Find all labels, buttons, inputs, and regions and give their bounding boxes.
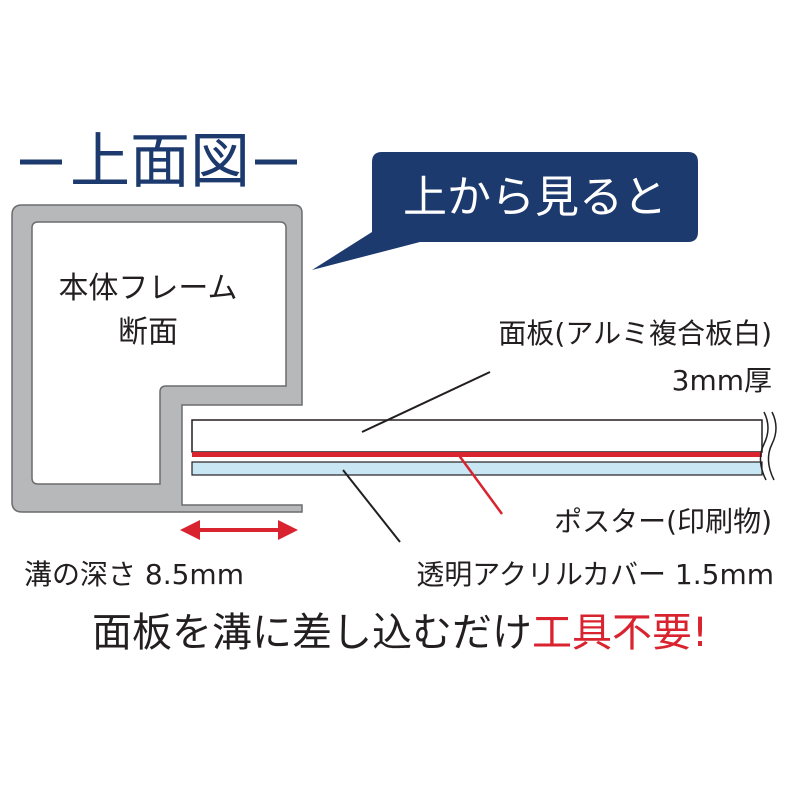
- frame-label-line1: 本体フレーム: [58, 271, 237, 306]
- callout-shape: [312, 152, 698, 270]
- callout-bubble: 上から見ると: [312, 152, 698, 270]
- depth-arrow-head-left: [180, 520, 200, 540]
- label-poster: ポスター(印刷物): [554, 505, 772, 538]
- frame-cross-section: 本体フレーム 断面: [11, 204, 303, 513]
- footer-emphasis: 工具不要!: [532, 610, 708, 656]
- leader-panel: [361, 371, 491, 433]
- acrylic-layer: [191, 461, 763, 476]
- frame-inner-cavity: [31, 221, 287, 485]
- panel-board: [191, 419, 763, 453]
- header-title-group: 上面図: [20, 127, 297, 197]
- break-mark-1: [759, 411, 769, 481]
- footer-main: 面板を溝に差し込むだけ: [92, 610, 532, 656]
- label-acrylic: 透明アクリルカバー 1.5mm: [416, 558, 774, 591]
- label-groove-depth: 溝の深さ 8.5mm: [24, 558, 244, 591]
- label-panel-line2: 3mm厚: [672, 364, 772, 397]
- leader-poster: [456, 453, 504, 515]
- poster-layer: [192, 452, 762, 457]
- callout-text: 上から見ると: [403, 172, 667, 223]
- depth-arrow: [180, 520, 298, 540]
- label-panel-line1: 面板(アルミ複合板白): [498, 317, 772, 350]
- header-title: 上面図: [70, 127, 250, 197]
- break-mark-2: [767, 411, 777, 481]
- frame-label-line2: 断面: [118, 315, 178, 350]
- leader-acrylic: [342, 469, 401, 543]
- depth-arrow-head-right: [278, 520, 298, 540]
- footer-text: 面板を溝に差し込むだけ工具不要!: [92, 610, 708, 656]
- footer-line: 面板を溝に差し込むだけ工具不要!: [92, 610, 708, 656]
- panel-layers: [191, 411, 777, 481]
